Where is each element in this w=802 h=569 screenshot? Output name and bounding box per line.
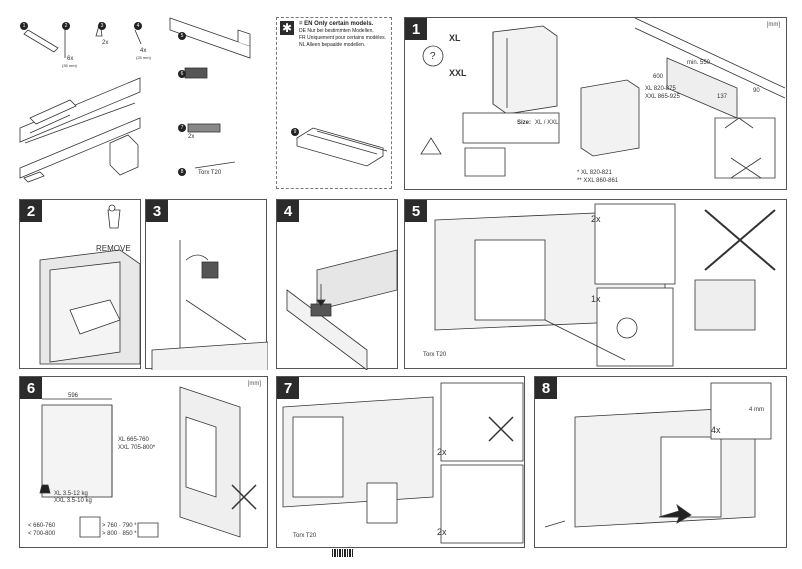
step-3-illustration xyxy=(151,240,268,370)
footnote-xxl: ** XXL 860-861 xyxy=(577,178,619,184)
step-1-illustration xyxy=(420,18,786,179)
dim-600: 600 xyxy=(653,74,664,80)
range-1: < 660-760 xyxy=(28,523,56,529)
weight-xxl: XXL 3.5-10 kg xyxy=(54,498,92,504)
note-de: DE Nur bei bestimmten Modellen. xyxy=(299,28,374,34)
times-4-label: 4x xyxy=(711,425,721,435)
step-1-panel: 1 [mm] ? XL XXL Size: XL / XXL * XL 820-… xyxy=(404,17,787,190)
size-plate-label: Size: xyxy=(517,120,532,126)
unit-label: [mm] xyxy=(247,381,261,387)
part-8-torx: Torx T20 xyxy=(198,170,222,176)
dim-90: 90 xyxy=(753,88,760,94)
part-marker-8: 8 xyxy=(178,168,186,176)
part-marker-5: 5 xyxy=(178,32,186,40)
torx-label: Torx T20 xyxy=(423,352,447,358)
step-8-illustration xyxy=(544,382,772,528)
part-2-qty: 6x xyxy=(67,56,74,62)
note-text: = EN Only certain models. DE Nur bei bes… xyxy=(299,21,386,49)
step-2-illustration xyxy=(39,204,141,365)
note-en: = EN Only certain models. xyxy=(299,21,374,27)
step-number: 2 xyxy=(20,200,42,222)
range-3: > 760 · 790 * xyxy=(102,523,137,529)
step-7-illustration xyxy=(282,382,524,544)
times-2b-label: 2x xyxy=(437,527,447,537)
step-5-illustration xyxy=(434,203,776,367)
step-4-illustration xyxy=(286,249,398,370)
step-8-panel: 8 4x 4 mm xyxy=(534,376,787,548)
parts-area: 1 2 3 4 5 6 7 8 6x (35 mm) 2x 4x (25 mm)… xyxy=(10,8,270,193)
step-number: 3 xyxy=(146,200,168,222)
note-nl: NL Alleen bepaalde modellen. xyxy=(299,42,366,48)
height-xxl: XXL 705-800* xyxy=(118,445,156,451)
part-marker-3: 3 xyxy=(98,22,106,30)
size-xxl-label: XXL xyxy=(449,68,467,78)
step-2-panel: 2 REMOVE xyxy=(19,199,141,369)
step-number: 6 xyxy=(20,377,42,399)
step-number: 7 xyxy=(277,377,299,399)
step-4-panel: 4 xyxy=(276,199,398,370)
question-mark: ? xyxy=(430,51,436,62)
times-1-label: 1x xyxy=(591,294,601,304)
range-4: > 800 · 850 * xyxy=(102,531,137,537)
torx-label: Torx T20 xyxy=(293,533,317,539)
rail-illustration xyxy=(296,127,388,167)
height-xl: XL 665-760 xyxy=(118,437,149,443)
width-596: 596 xyxy=(68,393,79,399)
part-marker-9: 9 xyxy=(291,128,299,136)
weight-xl: XL 3.5-12 kg xyxy=(54,491,88,497)
asterisk-icon: ✱ xyxy=(280,21,294,35)
step-6-illustration xyxy=(39,386,257,538)
step-7-panel: 7 2x 2x Torx T20 xyxy=(276,376,525,548)
remove-label: REMOVE xyxy=(96,244,131,253)
step-6-panel: 6 [mm] 596 XL 665-760 XXL 705-800* XL 3.… xyxy=(19,376,268,548)
times-2a-label: 2x xyxy=(437,447,447,457)
size-xl-label: XL xyxy=(449,33,461,43)
model-note-box: ✱ = EN Only certain models. DE Nur bei b… xyxy=(276,17,392,189)
step-number: 5 xyxy=(405,200,427,222)
step-3-panel: 3 xyxy=(145,199,268,370)
part-4-size: (25 mm) xyxy=(136,55,151,60)
part-marker-2: 2 xyxy=(62,22,70,30)
part-marker-7: 7 xyxy=(178,124,186,132)
step-number: 8 xyxy=(535,377,557,399)
part-2-size: (35 mm) xyxy=(62,63,77,68)
step-number: 4 xyxy=(277,200,299,222)
times-2-label: 2x xyxy=(591,214,601,224)
footnote-xl: * XL 820-821 xyxy=(577,170,612,176)
part-marker-6: 6 xyxy=(178,70,186,78)
unit-label: [mm] xyxy=(766,22,780,28)
note-fr: FR Uniquement pour certains modèles. xyxy=(299,35,386,41)
barcode xyxy=(332,549,354,557)
range-2: < 700-800 xyxy=(28,531,56,537)
part-4-qty: 4x xyxy=(140,48,147,54)
dim-height-xxl: XXL 865-925 xyxy=(645,94,680,100)
dim-min: min. 550 xyxy=(687,60,711,66)
dim-height-xl: XL 820-875 xyxy=(645,86,676,92)
four-mm-label: 4 mm xyxy=(749,407,764,413)
part-marker-4: 4 xyxy=(134,22,142,30)
part-7-qty: 2x xyxy=(188,134,195,140)
part-3-qty: 2x xyxy=(102,40,109,46)
step-5-panel: 5 2x 1x Torx T20 xyxy=(404,199,787,369)
step-number: 1 xyxy=(405,18,427,40)
size-plate-value: XL / XXL xyxy=(535,120,559,126)
parts-illustration xyxy=(19,17,251,183)
dim-137: 137 xyxy=(717,94,728,100)
part-marker-1: 1 xyxy=(20,22,28,30)
